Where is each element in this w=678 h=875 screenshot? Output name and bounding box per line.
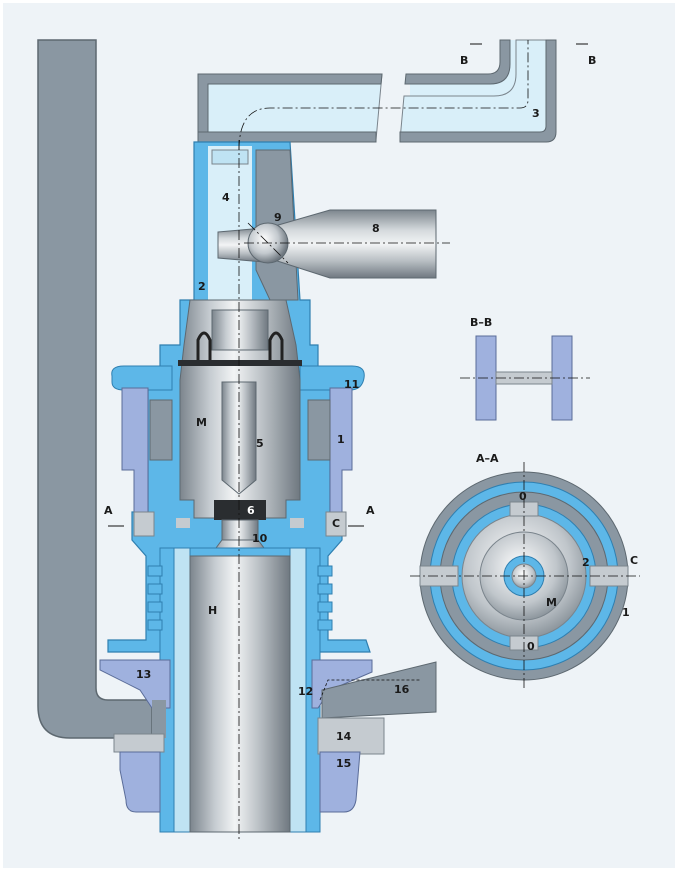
aa-label-M: M — [546, 596, 557, 609]
part-15-nut — [119, 751, 161, 813]
aa-label-0-bottom: 0 — [527, 640, 535, 653]
label-C: C — [332, 517, 340, 530]
label-14: 14 — [336, 730, 352, 743]
label-11: 11 — [344, 378, 359, 391]
section-bb-view — [460, 335, 590, 421]
part-14-block — [317, 717, 385, 755]
part-16-plate — [321, 661, 437, 719]
label-H: H — [208, 604, 217, 617]
label-B-right: B — [588, 54, 596, 67]
label-9: 9 — [274, 211, 282, 224]
label-M: M — [196, 416, 207, 429]
label-10: 10 — [252, 532, 268, 545]
aa-label-C: C — [630, 554, 638, 567]
section-aa-view — [410, 462, 640, 690]
cylinder-H — [189, 555, 291, 833]
label-12: 12 — [298, 685, 313, 698]
label-4: 4 — [222, 191, 230, 204]
label-2: 2 — [198, 280, 206, 293]
label-16: 16 — [394, 683, 410, 696]
label-15: 15 — [336, 757, 351, 770]
label-3: 3 — [532, 107, 540, 120]
label-B-left: B — [460, 54, 468, 67]
part-11-ring — [111, 365, 173, 391]
section-bb-title: B–B — [470, 316, 492, 329]
part-6-seat — [214, 500, 266, 520]
label-A-left: A — [104, 504, 113, 517]
aa-label-0-top: 0 — [519, 490, 527, 503]
section-aa-title: A–A — [476, 452, 499, 465]
label-6: 6 — [247, 504, 255, 517]
label-A-right: A — [366, 504, 375, 517]
label-5: 5 — [256, 437, 264, 450]
label-8: 8 — [372, 222, 380, 235]
label-1: 1 — [337, 433, 345, 446]
label-13: 13 — [136, 668, 151, 681]
aa-label-1: 1 — [622, 606, 630, 619]
aa-label-2: 2 — [582, 556, 590, 569]
